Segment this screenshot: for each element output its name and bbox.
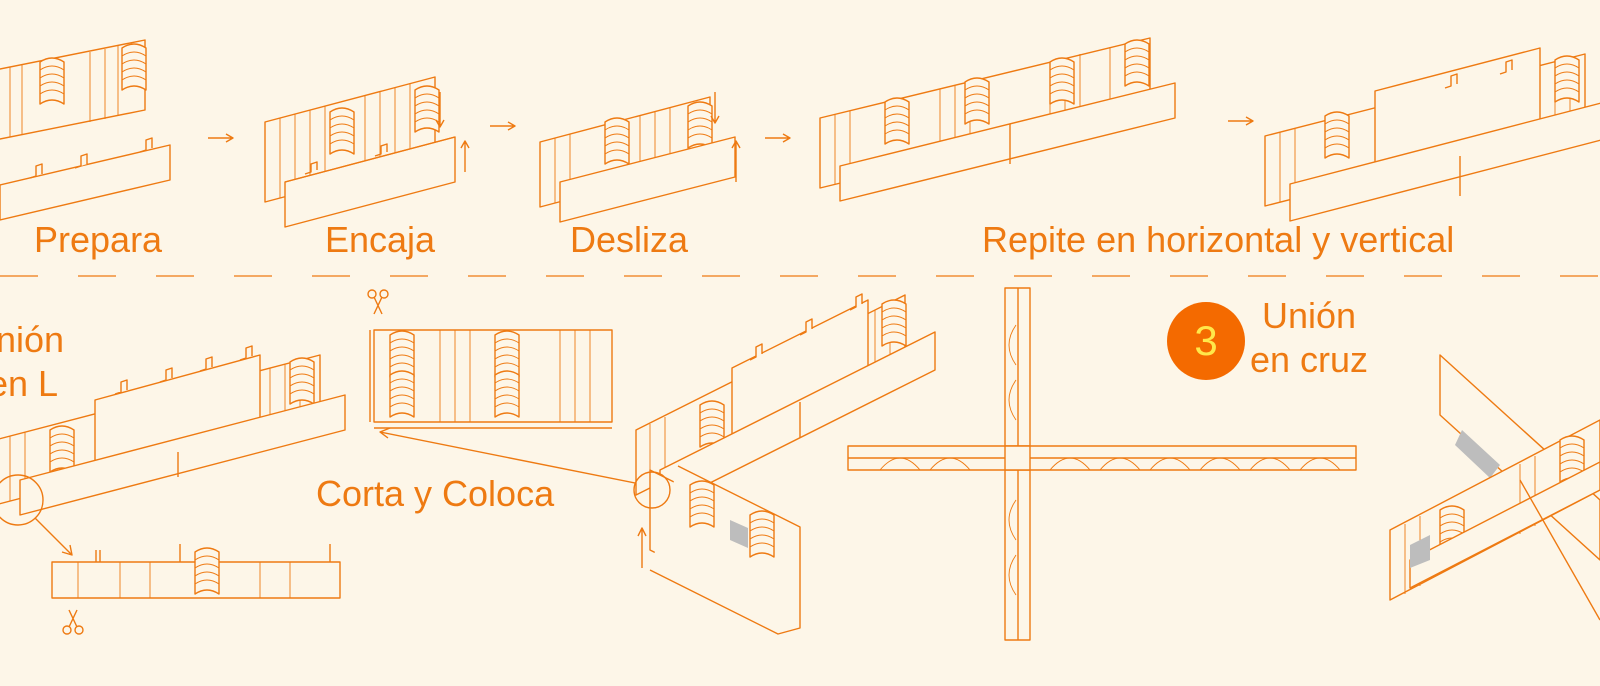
union-l-title-line1: Unión xyxy=(0,319,65,360)
corner-assembly-drawing xyxy=(633,293,936,635)
arrow-right-icon xyxy=(490,121,516,131)
union-l-title-line2: en L xyxy=(0,363,59,404)
cross-joint-drawing xyxy=(847,287,1357,641)
arrow-right-icon xyxy=(208,133,234,143)
arrow-right-icon xyxy=(765,133,791,143)
union-cross-title-line1: Unión xyxy=(1262,295,1357,336)
step-fit-drawing xyxy=(265,77,470,227)
step-label-slide: Desliza xyxy=(570,219,689,260)
scissors-icon xyxy=(62,609,84,635)
step-label-repeat: Repite en horizontal y vertical xyxy=(982,219,1455,260)
step-repeat-drawing-a xyxy=(819,37,1176,202)
cut-place-label: Corta y Coloca xyxy=(316,473,555,514)
step-label-prepare: Prepara xyxy=(34,219,163,260)
cross-isometric-drawing xyxy=(1389,354,1600,621)
union-cross-title-line2: en cruz xyxy=(1250,339,1369,380)
scissors-icon xyxy=(367,289,389,315)
step-prepare-drawing xyxy=(0,39,171,221)
step-slide-drawing xyxy=(539,92,741,223)
step-number-badge: 3 xyxy=(1167,302,1245,380)
step-repeat-drawing-b xyxy=(1264,47,1600,222)
arrow-right-icon xyxy=(1228,116,1254,126)
cut-piece-drawing xyxy=(369,329,641,485)
step-label-fit: Encaja xyxy=(325,219,436,260)
union-l-drawing xyxy=(0,345,346,599)
